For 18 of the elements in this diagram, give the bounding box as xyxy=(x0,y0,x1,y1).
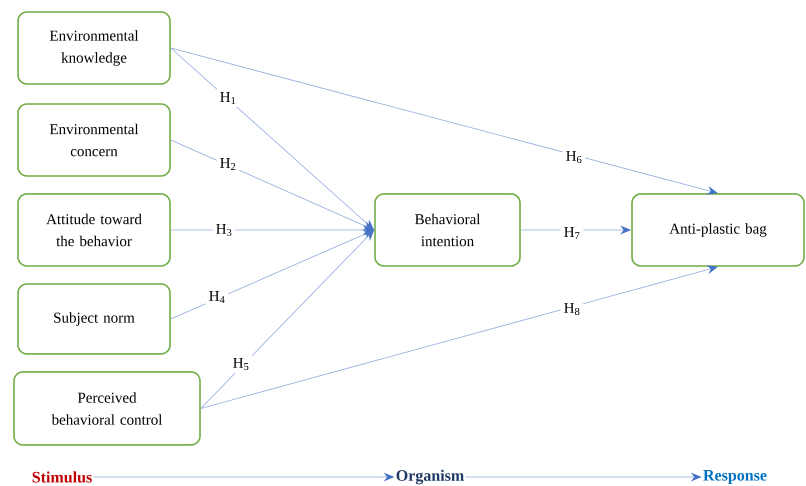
process-box: Attitude toward the behavior xyxy=(17,193,171,267)
edge-label: H$_{1}$ xyxy=(216,89,240,107)
process-box: Anti-plastic bag xyxy=(631,193,805,267)
edge-label: H$_{7}$ xyxy=(560,224,584,242)
edge-label: H$_{2}$ xyxy=(216,155,240,173)
stage-label: Stimulus xyxy=(32,471,92,483)
process-box: Behavioral intention xyxy=(374,193,521,267)
stage-label: Response xyxy=(703,470,767,484)
process-box: Subject norm xyxy=(17,283,171,355)
edge-label: H$_{5}$ xyxy=(230,354,252,374)
edge-label: H$_{6}$ xyxy=(562,148,586,166)
edge-label: H$_{8}$ xyxy=(560,300,584,318)
edge-label: H$_{3}$ xyxy=(212,220,236,240)
process-box: Environmental knowledge xyxy=(17,11,171,85)
process-box: Environmental concern xyxy=(17,103,171,177)
process-box: Perceived behavioral control xyxy=(13,371,201,446)
stage-label: Organism xyxy=(396,470,464,484)
edge-label: H$_{4}$ xyxy=(206,288,228,306)
